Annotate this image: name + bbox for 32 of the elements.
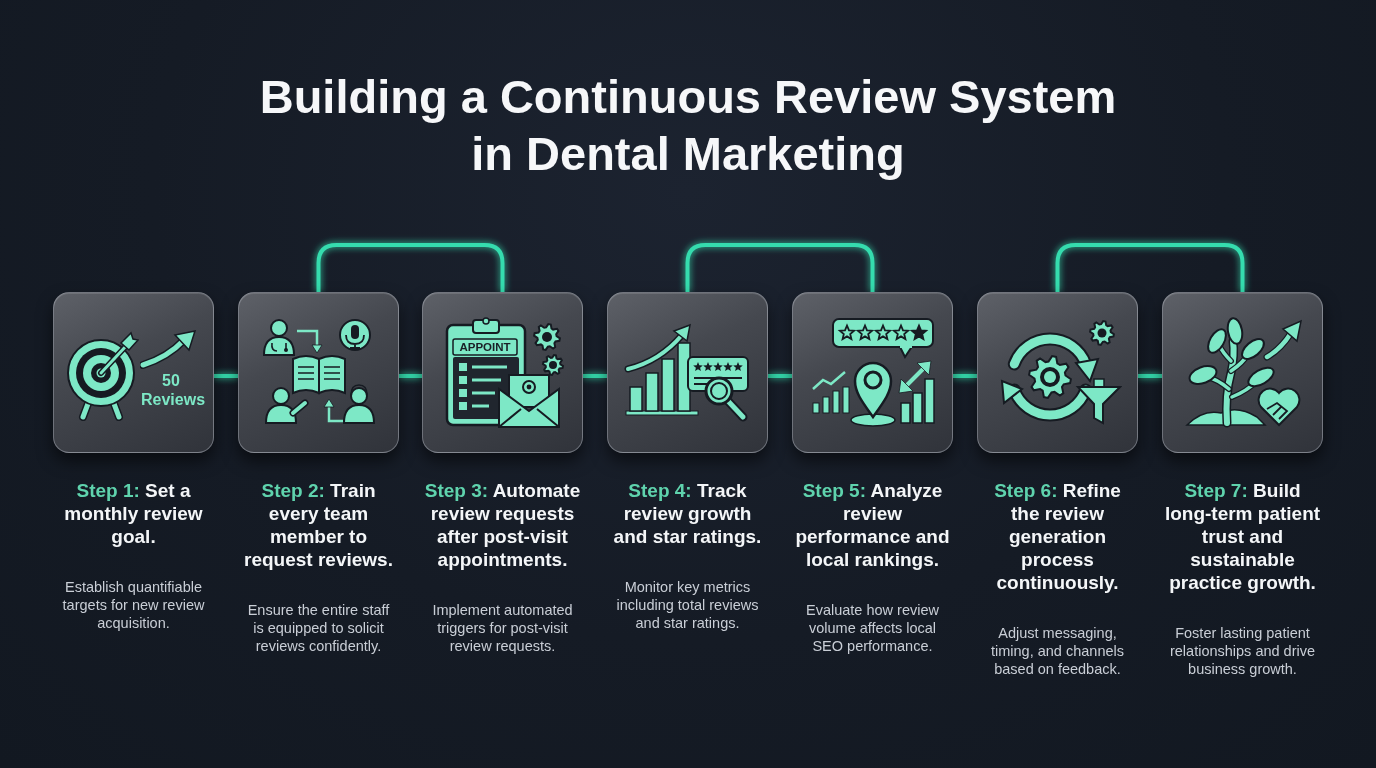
connector-line — [685, 243, 875, 292]
step-description: Adjust messaging, timing, and channels based on feedback. — [990, 624, 1125, 678]
connector-line — [583, 374, 607, 378]
connector-line — [1138, 374, 1162, 378]
step-heading: Step 1: Set a monthly review goal. — [63, 479, 204, 548]
connector-line — [316, 243, 505, 292]
step-heading: Step 6: Refine the review generation process continuously. — [993, 479, 1122, 594]
step-heading: Step 7: Build long-term patient trust and sustainable practice growth. — [1163, 479, 1322, 594]
step-heading: Step 4: Track review growth and star ratings. — [612, 479, 763, 548]
step-heading: Step 2: Train every team member to request reviews. — [243, 479, 394, 571]
step-description: Establish quantifiable targets for new review acquisition. — [61, 578, 206, 632]
connector-line — [768, 374, 792, 378]
connector-line — [1055, 243, 1245, 292]
icon-tile — [792, 292, 953, 453]
connector-line — [953, 374, 977, 378]
title: Building a Continuous Review System in Dental Marketing — [258, 69, 1118, 182]
clipboard-header-text: APPOINT — [458, 340, 512, 355]
icon-tile — [238, 292, 399, 453]
icon-tile — [53, 292, 214, 453]
step-description: Foster lasting patient relationships and drive business growth. — [1168, 624, 1317, 678]
step-heading: Step 5: Analyze review performance and local rankings. — [794, 479, 951, 571]
step-description: Implement automated triggers for post-visit review requests. — [431, 601, 574, 655]
icon-tile — [977, 292, 1138, 453]
step-description: Evaluate how review volume affects local SEO performance. — [805, 601, 940, 655]
icon-tile — [607, 292, 768, 453]
step-description: Monitor key metrics including total reviews and star ratings. — [615, 578, 760, 632]
step-heading: Step 3: Automate review requests after post-visit appointments. — [423, 479, 582, 571]
connector-line — [399, 374, 422, 378]
step-description: Ensure the entire staff is equipped to solicit reviews confidently. — [246, 601, 391, 655]
connector-line — [214, 374, 238, 378]
icon-tile — [422, 292, 583, 453]
icon-tile — [1162, 292, 1323, 453]
